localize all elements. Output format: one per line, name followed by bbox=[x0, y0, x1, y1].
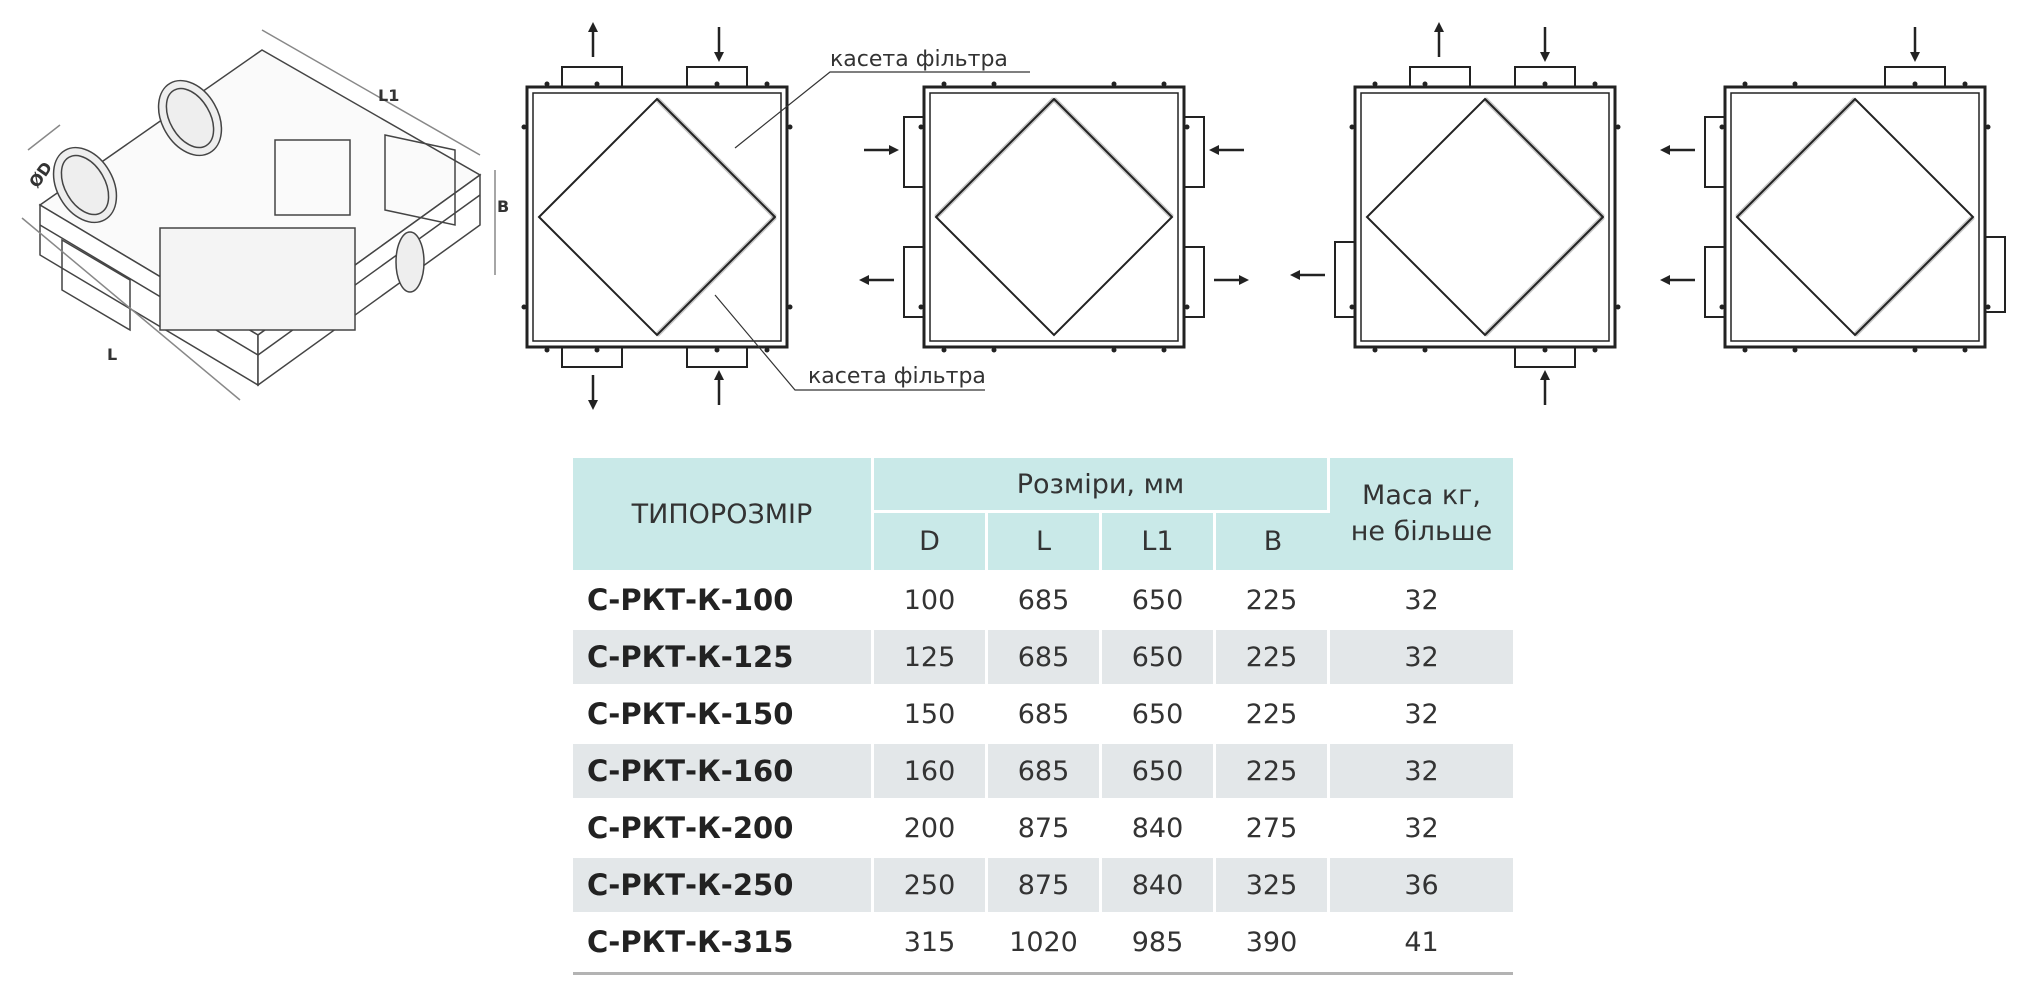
unit-diagram-1 bbox=[521, 22, 793, 410]
cell-d: 315 bbox=[874, 915, 988, 972]
cell-l1: 985 bbox=[1102, 915, 1216, 972]
unit-diagram-4 bbox=[1660, 27, 2006, 353]
table-row: С-РКТ-К-160 160 685 650 225 32 bbox=[573, 744, 1513, 801]
cell-l: 685 bbox=[988, 630, 1102, 687]
cell-d: 125 bbox=[874, 630, 988, 687]
cell-b: 390 bbox=[1216, 915, 1330, 972]
label-b: B bbox=[497, 197, 509, 216]
cell-b: 325 bbox=[1216, 858, 1330, 915]
cell-model: С-РКТ-К-315 bbox=[573, 915, 874, 972]
cell-b: 225 bbox=[1216, 744, 1330, 801]
table-row: С-РКТ-К-150 150 685 650 225 32 bbox=[573, 687, 1513, 744]
cell-l: 685 bbox=[988, 744, 1102, 801]
cell-d: 200 bbox=[874, 801, 988, 858]
cell-l: 685 bbox=[988, 687, 1102, 744]
label-l1: L1 bbox=[378, 86, 399, 105]
callout-lines bbox=[714, 71, 1030, 391]
table-row: С-РКТ-К-315 315 1020 985 390 41 bbox=[573, 915, 1513, 972]
header-col-d: D bbox=[874, 513, 988, 573]
label-diameter: ØD bbox=[25, 158, 56, 191]
cell-l: 875 bbox=[988, 858, 1102, 915]
label-l: L bbox=[107, 345, 117, 364]
cell-mass: 32 bbox=[1330, 744, 1513, 801]
cell-l1: 840 bbox=[1102, 801, 1216, 858]
cell-b: 225 bbox=[1216, 573, 1330, 630]
cell-model: С-РКТ-К-100 bbox=[573, 573, 874, 630]
header-col-l: L bbox=[988, 513, 1102, 573]
cell-model: С-РКТ-К-200 bbox=[573, 801, 874, 858]
cell-mass: 32 bbox=[1330, 687, 1513, 744]
cell-d: 150 bbox=[874, 687, 988, 744]
isometric-view bbox=[21, 29, 496, 401]
table-row: С-РКТ-К-250 250 875 840 325 36 bbox=[573, 858, 1513, 915]
cell-mass: 41 bbox=[1330, 915, 1513, 972]
cell-mass: 32 bbox=[1330, 801, 1513, 858]
cell-b: 225 bbox=[1216, 630, 1330, 687]
callout-filter-bottom: касета фільтра bbox=[808, 364, 986, 389]
cell-mass: 36 bbox=[1330, 858, 1513, 915]
cell-d: 250 bbox=[874, 858, 988, 915]
cell-l: 875 bbox=[988, 801, 1102, 858]
cell-model: С-РКТ-К-250 bbox=[573, 858, 874, 915]
table-row: С-РКТ-К-200 200 875 840 275 32 bbox=[573, 801, 1513, 858]
cell-model: С-РКТ-К-150 bbox=[573, 687, 874, 744]
cell-l1: 840 bbox=[1102, 858, 1216, 915]
header-mass-line2: не більше bbox=[1350, 516, 1493, 547]
header-model: ТИПОРОЗМІР bbox=[573, 458, 874, 573]
cell-b: 275 bbox=[1216, 801, 1330, 858]
table-row: С-РКТ-К-100 100 685 650 225 32 bbox=[573, 573, 1513, 630]
header-dimensions: Розміри, мм bbox=[874, 458, 1330, 513]
technical-drawings: L1 B L ØD bbox=[21, 22, 2006, 410]
header-col-l1: L1 bbox=[1102, 513, 1216, 573]
cell-d: 100 bbox=[874, 573, 988, 630]
cell-l1: 650 bbox=[1102, 573, 1216, 630]
cell-d: 160 bbox=[874, 744, 988, 801]
cell-model: С-РКТ-К-125 bbox=[573, 630, 874, 687]
header-mass: Маса кг, не більше bbox=[1330, 458, 1513, 573]
cell-l1: 650 bbox=[1102, 687, 1216, 744]
header-mass-line1: Маса кг, bbox=[1362, 480, 1481, 511]
cell-mass: 32 bbox=[1330, 573, 1513, 630]
unit-diagram-3 bbox=[1290, 22, 1621, 405]
table-row: С-РКТ-К-125 125 685 650 225 32 bbox=[573, 630, 1513, 687]
unit-diagram-2 bbox=[859, 81, 1249, 353]
callout-filter-top: касета фільтра bbox=[830, 47, 1008, 72]
header-col-b: B bbox=[1216, 513, 1330, 573]
cell-model: С-РКТ-К-160 bbox=[573, 744, 874, 801]
cell-l: 685 bbox=[988, 573, 1102, 630]
spec-table: ТИПОРОЗМІР Розміри, мм Маса кг, не більше… bbox=[573, 458, 1513, 975]
cell-l1: 650 bbox=[1102, 630, 1216, 687]
cell-l: 1020 bbox=[988, 915, 1102, 972]
cell-mass: 32 bbox=[1330, 630, 1513, 687]
cell-b: 225 bbox=[1216, 687, 1330, 744]
cell-l1: 650 bbox=[1102, 744, 1216, 801]
